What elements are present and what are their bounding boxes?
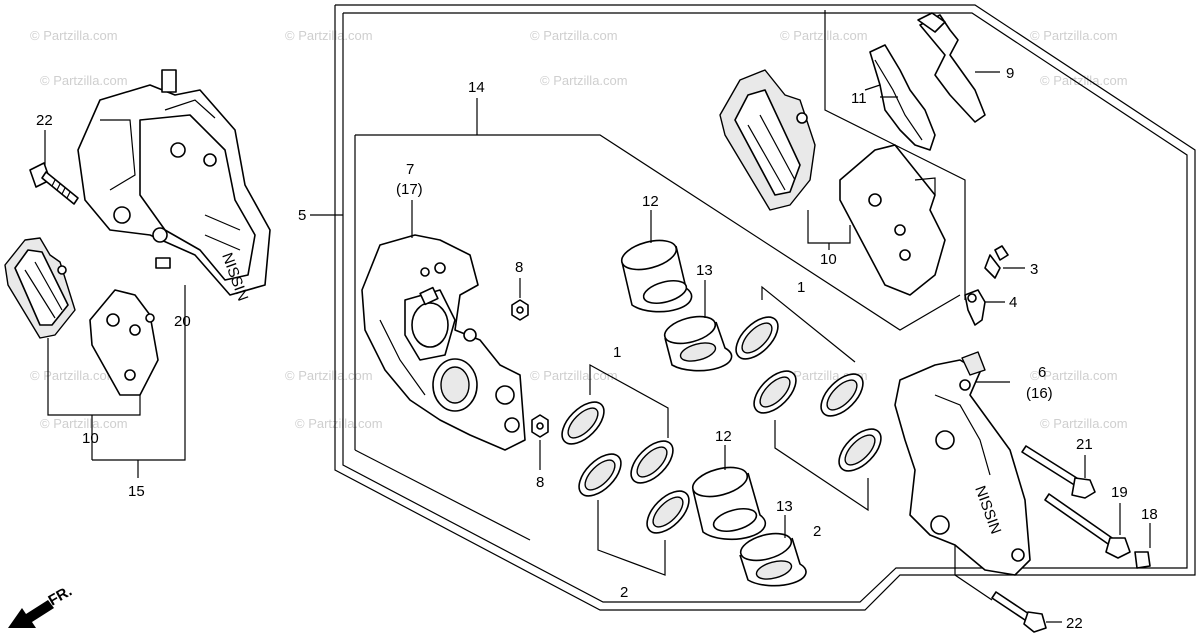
watermark: © Partzilla.com <box>285 368 373 383</box>
watermark: © Partzilla.com <box>1030 368 1118 383</box>
caliper-half-7 <box>361 234 526 451</box>
callout-4: 4 <box>1009 294 1017 311</box>
callout-7: 7 <box>406 161 414 178</box>
watermark-layer: © Partzilla.com © Partzilla.com © Partzi… <box>30 28 1128 431</box>
callout-12: 12 <box>642 193 659 210</box>
callout-19: 19 <box>1111 484 1128 501</box>
brake-pads-left <box>4 237 159 396</box>
watermark: © Partzilla.com <box>285 28 373 43</box>
watermark: © Partzilla.com <box>530 28 618 43</box>
callout-15: 15 <box>128 483 145 500</box>
watermark: © Partzilla.com <box>530 368 618 383</box>
callout-20: 20 <box>174 313 191 330</box>
bleeder-valve <box>161 69 177 93</box>
seal-rings-lower-left <box>561 363 690 576</box>
callout-16: (16) <box>1026 385 1053 402</box>
watermark: © Partzilla.com <box>40 416 128 431</box>
callout-18: 18 <box>1141 506 1158 523</box>
callout-13: 13 <box>776 498 793 515</box>
seal-8-lower <box>531 414 549 470</box>
bolt-22-bottom <box>954 545 1062 633</box>
caliper-assembly-20: NISSIN <box>77 69 271 303</box>
watermark: © Partzilla.com <box>30 28 118 43</box>
callout-21: 21 <box>1076 436 1093 453</box>
seal-rings-upper-right <box>735 285 882 512</box>
piston-12-lower <box>691 445 767 541</box>
callout-2: 2 <box>620 584 628 601</box>
callout-labels: 22 20 10 15 5 14 7 (17) 8 8 12 13 1 1 12… <box>36 65 1158 632</box>
watermark: © Partzilla.com <box>540 73 628 88</box>
bolt-21 <box>1021 445 1096 499</box>
pad-pin-3 <box>984 245 1025 279</box>
watermark: © Partzilla.com <box>295 416 383 431</box>
seal-8-upper <box>511 278 529 321</box>
callout-12: 12 <box>715 428 732 445</box>
callout-11: 11 <box>851 90 867 107</box>
callout-22: 22 <box>1066 615 1083 632</box>
bolt-22-left <box>29 130 79 205</box>
callout-9: 9 <box>1006 65 1014 82</box>
callout-1: 1 <box>613 344 621 361</box>
watermark: © Partzilla.com <box>40 73 128 88</box>
callout-14: 14 <box>468 79 485 96</box>
watermark: © Partzilla.com <box>1040 416 1128 431</box>
plug-18 <box>1134 523 1151 569</box>
watermark: © Partzilla.com <box>1030 28 1118 43</box>
leader-lines <box>310 84 881 238</box>
callout-6: 6 <box>1038 364 1046 381</box>
piston-13-upper <box>663 280 733 372</box>
callout-2: 2 <box>813 523 821 540</box>
leader-lines-left <box>47 285 186 478</box>
callout-10: 10 <box>82 430 99 447</box>
callout-3: 3 <box>1030 261 1038 278</box>
bolt-19 <box>1044 493 1131 559</box>
piston-12-upper <box>620 210 693 313</box>
pad-spring-11 <box>869 44 936 151</box>
brake-pads-right <box>719 69 946 296</box>
callout-1: 1 <box>797 279 805 296</box>
watermark: © Partzilla.com <box>1040 73 1128 88</box>
callout-17: (17) <box>396 181 423 198</box>
front-direction-arrow: FR. <box>8 583 75 628</box>
callout-10: 10 <box>820 251 837 268</box>
callout-22: 22 <box>36 112 53 129</box>
callout-8: 8 <box>515 259 523 276</box>
caliper-half-6: NISSIN <box>894 351 1031 576</box>
callout-5: 5 <box>298 207 306 224</box>
assembly-5-border <box>334 4 1196 611</box>
callout-13: 13 <box>696 262 713 279</box>
pad-shim-9 <box>917 12 1000 123</box>
pin-clip-4 <box>964 289 1005 326</box>
callout-8: 8 <box>536 474 544 491</box>
piston-13-lower <box>739 515 807 587</box>
watermark: © Partzilla.com <box>780 28 868 43</box>
watermark: © Partzilla.com <box>30 368 118 383</box>
